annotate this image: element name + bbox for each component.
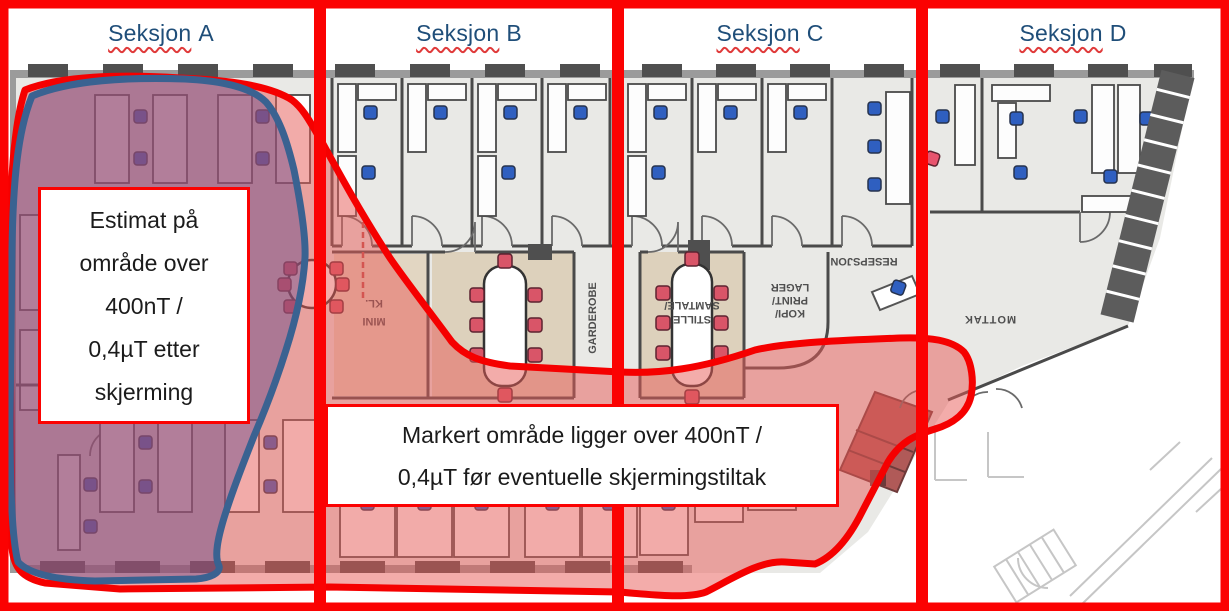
room-label-table-2: STILLE — [673, 313, 711, 325]
section-header-a-letter: A — [198, 19, 214, 46]
section-header-b-letter: B — [506, 19, 522, 46]
room-label-kopi: KOPI/ — [775, 307, 805, 319]
stairs — [1100, 69, 1195, 323]
estimate-line-3: 400nT / — [105, 293, 183, 319]
section-header-d: Seksjon D — [928, 12, 1218, 54]
section-header-a-word: Seksjon — [108, 19, 192, 46]
section-header-c-word: Seksjon — [716, 19, 800, 46]
section-header-d-letter: D — [1109, 19, 1127, 46]
estimate-line-2: område over — [79, 250, 209, 276]
section-header-c-letter: C — [806, 19, 824, 46]
adjacent-space-lines — [934, 425, 1223, 607]
section-header-b: Seksjon B — [326, 12, 612, 54]
room-label-resepsjon: RESEPSJON — [830, 255, 897, 267]
marked-annotation-box: Markert område ligger over 400nT / 0,4µT… — [325, 404, 839, 507]
estimate-annotation-box: Estimat på område over 400nT / 0,4µT ett… — [38, 187, 250, 424]
estimate-line-5: skjerming — [94, 379, 194, 405]
office-furniture — [337, 83, 1154, 217]
room-label-table-1: SAMTALE/ — [664, 299, 719, 311]
room-label-lager: LAGER — [771, 281, 810, 293]
room-label-corridor: GARDEROBE — [587, 282, 599, 354]
marked-line-1: Markert område ligger over 400nT / — [401, 422, 763, 448]
section-header-c: Seksjon C — [624, 12, 916, 54]
section-header-a: Seksjon A — [8, 12, 314, 54]
room-label-mottak: MOTTAK — [964, 313, 1016, 325]
estimate-line-1: Estimat på — [89, 207, 199, 233]
section-header-d-word: Seksjon — [1019, 19, 1103, 46]
section-header-b-word: Seksjon — [416, 19, 500, 46]
marked-line-2: 0,4µT før eventuelle skjermingstiltak — [397, 464, 767, 490]
room-label-print: PRINT/ — [772, 294, 808, 306]
estimate-line-4: 0,4µT etter — [88, 336, 200, 362]
